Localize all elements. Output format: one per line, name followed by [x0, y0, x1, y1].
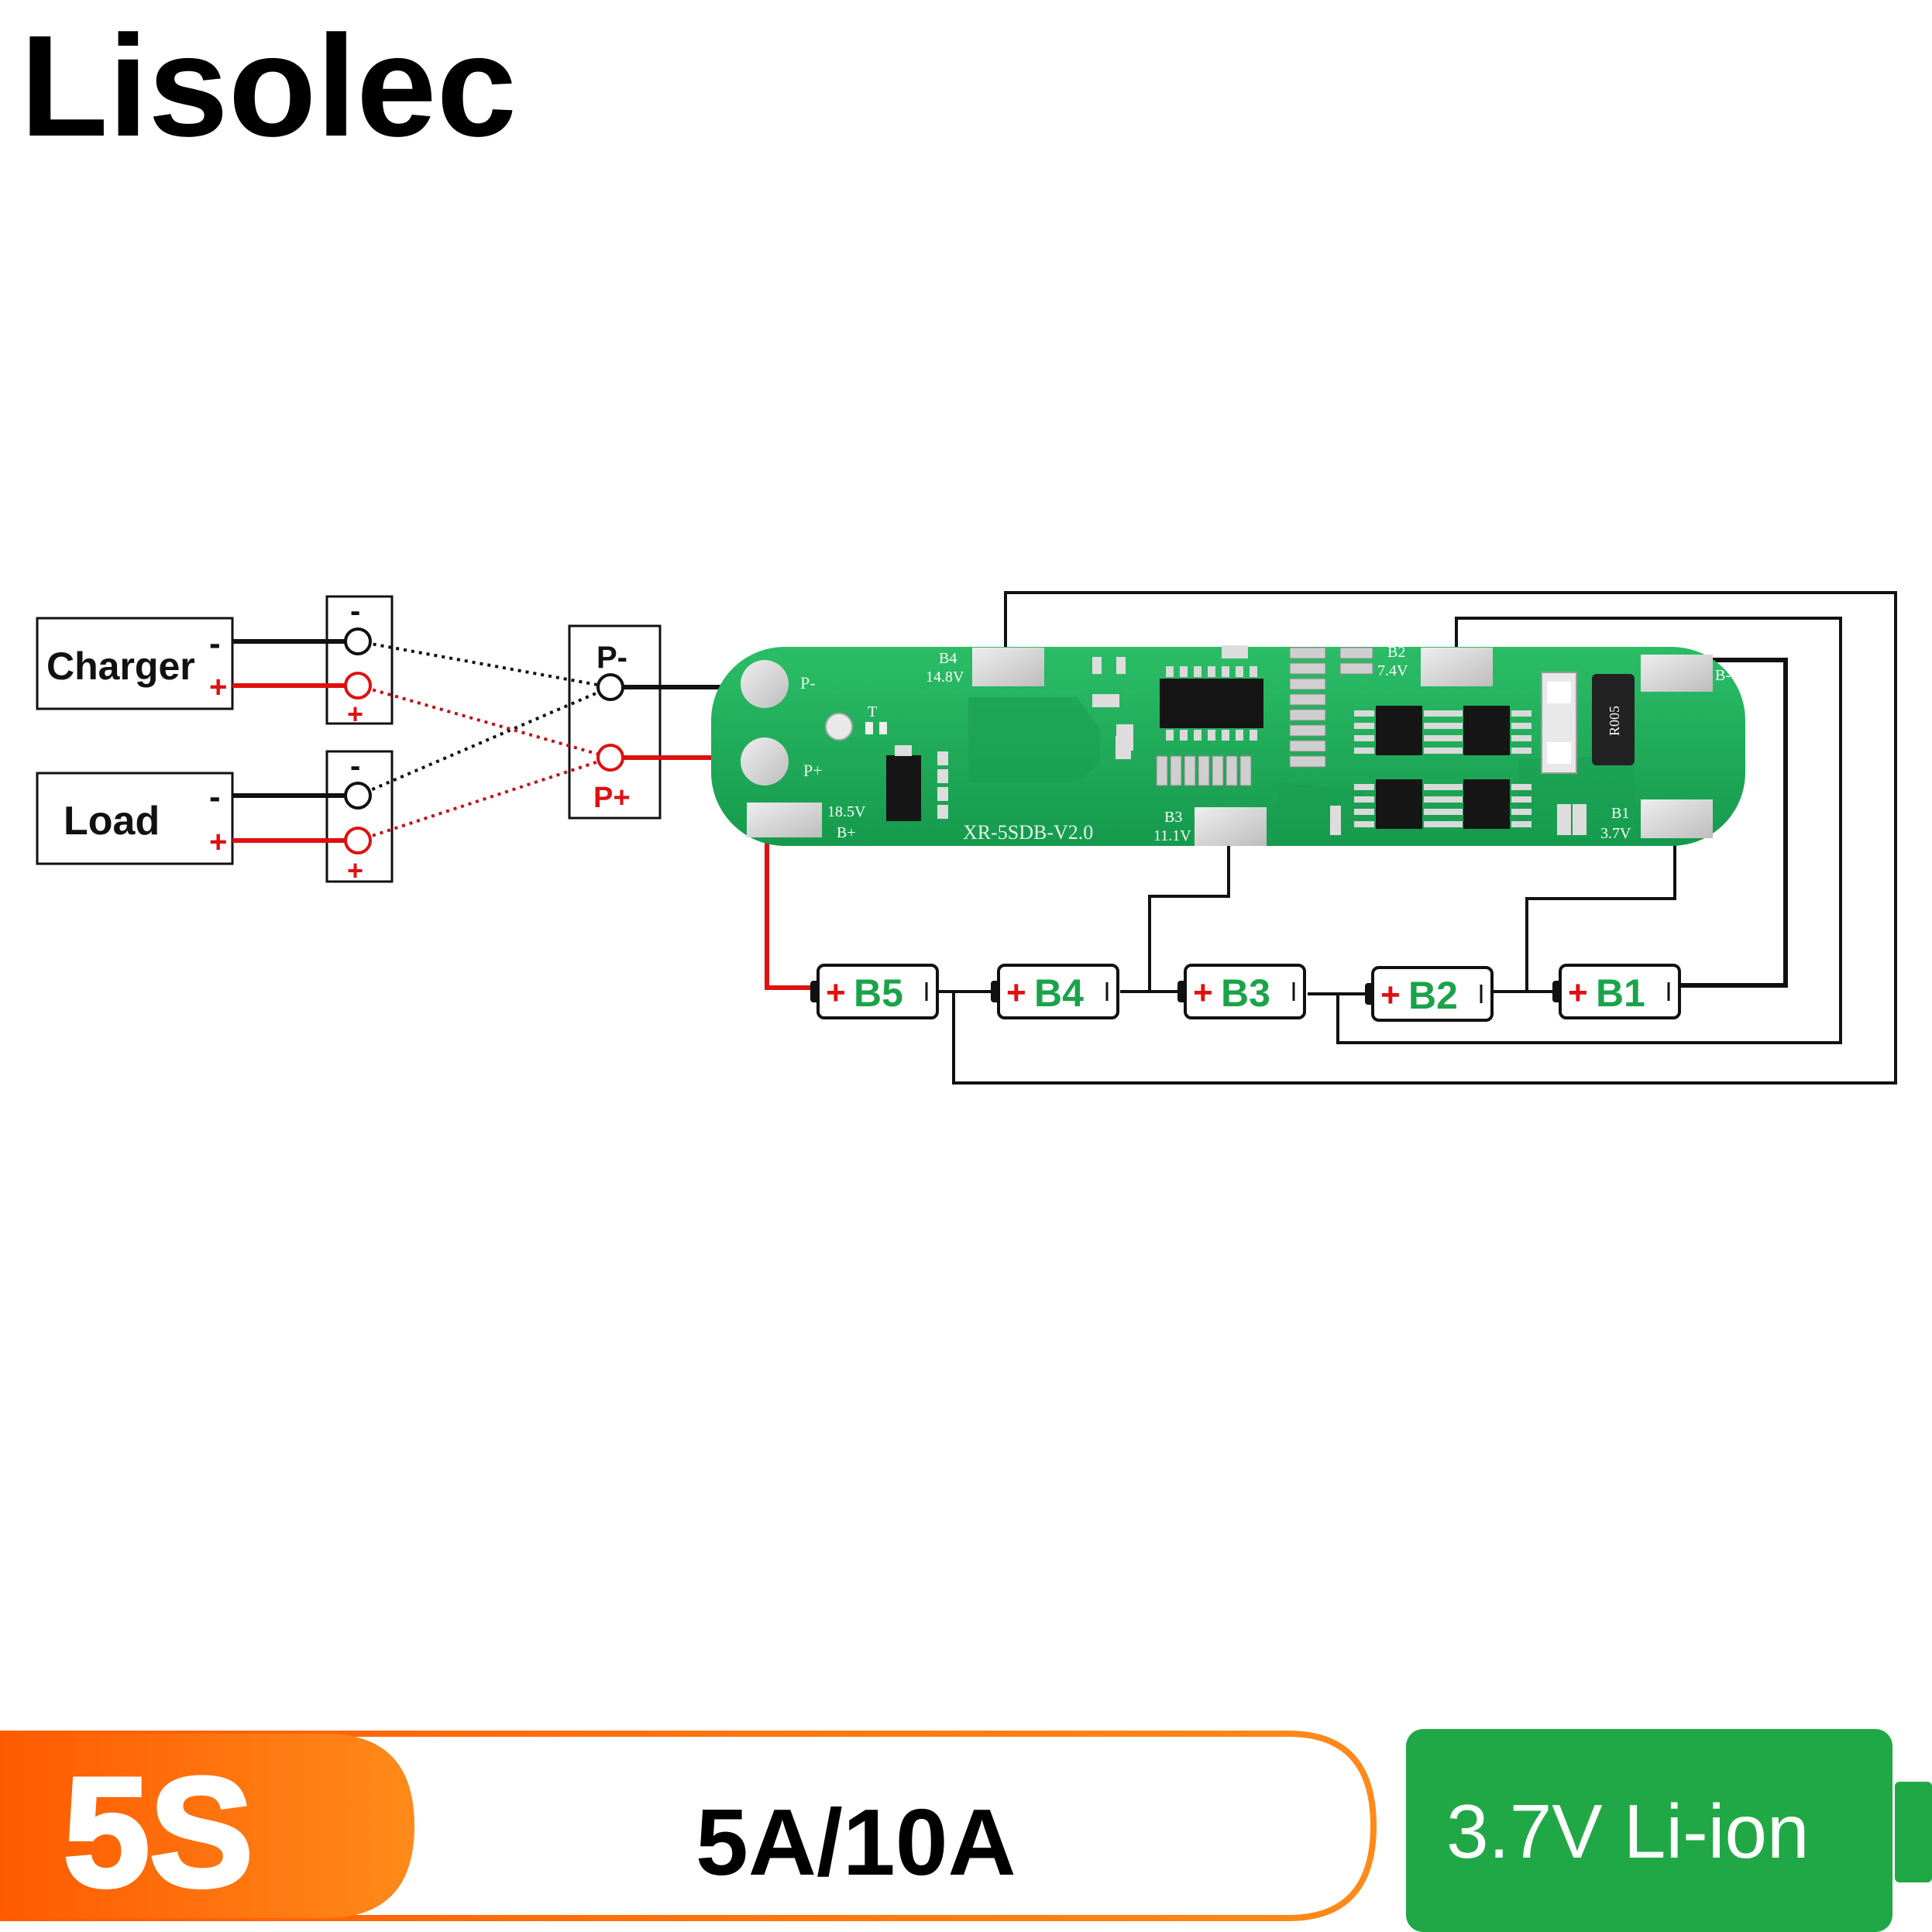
- bplus-wire: [765, 821, 820, 990]
- battery-cell-b4: +B4: [991, 964, 1119, 1019]
- output-pplus-label: P+: [593, 782, 631, 814]
- load-minus-sign: -: [209, 778, 221, 816]
- cell-connectors: [937, 990, 1556, 995]
- load-label: Load: [64, 799, 160, 844]
- load-pos-link: [357, 756, 611, 842]
- pcb-b2-label: B2: [1387, 644, 1405, 661]
- mosfet-chip: [1376, 706, 1422, 755]
- cell-label: B5: [854, 971, 903, 1015]
- battery-cells: +B5+B4+B3+B2+B1: [810, 964, 1681, 1022]
- cell-label: B3: [1221, 971, 1270, 1015]
- mosfet-chip: [1463, 779, 1510, 829]
- pcb-t-label: T: [868, 703, 877, 720]
- pcb-bplus-pad: [747, 803, 822, 837]
- chemistry-label: 3.7V Li-ion: [1446, 1789, 1810, 1874]
- load-box: Load - +: [36, 772, 234, 865]
- protection-ic: [1160, 679, 1263, 728]
- pcb-b3-pad: [1195, 807, 1267, 846]
- pcb-pplus-pad: [741, 737, 789, 786]
- pcb-bminus-pad: [1641, 655, 1713, 692]
- charger-pos-terminal: [344, 672, 372, 700]
- cell-body: [1371, 966, 1494, 1022]
- pcb-inductor-label: R005: [1607, 706, 1622, 736]
- output-pminus-terminal: [596, 673, 624, 701]
- pcb-bplus-label: B+: [837, 824, 856, 841]
- battery-cell-b2: +B2: [1365, 966, 1494, 1022]
- cell-plus-sign: +: [826, 974, 846, 1012]
- current-rating: 5A/10A: [696, 1789, 1016, 1895]
- pcb-b1-voltage: 3.7V: [1600, 825, 1631, 842]
- pcb-b4-label: B4: [939, 650, 957, 667]
- battery-cell-b3: +B3: [1177, 964, 1306, 1019]
- load-neg-terminal: [344, 782, 372, 810]
- mosfet: [886, 755, 921, 821]
- charger-plus-sign: +: [209, 670, 227, 704]
- load-terminal-block: - +: [325, 749, 394, 886]
- charger-neg-terminal: [344, 627, 372, 655]
- thermistor: [825, 713, 853, 741]
- cell-body: [1184, 964, 1306, 1019]
- cell-body: [1559, 964, 1681, 1019]
- charger-box: Charger - +: [36, 617, 234, 710]
- load-plus-sign: +: [209, 825, 227, 859]
- load-terminal-plus: +: [347, 854, 363, 886]
- mosfet-chip: [1463, 706, 1510, 755]
- load-terminal-minus: -: [350, 749, 360, 783]
- series-count-badge: [0, 1734, 414, 1918]
- output-pminus-label: P-: [596, 641, 627, 675]
- pcb-b4-voltage: 14.8V: [926, 669, 964, 686]
- series-count: 5S: [64, 1746, 253, 1919]
- cell-plus-sign: +: [1193, 974, 1213, 1012]
- cell-plus-sign: +: [1568, 974, 1588, 1012]
- pcb-b2-pad: [1421, 648, 1493, 686]
- pcb-b3-voltage: 11.1V: [1153, 827, 1191, 844]
- chemistry-battery-tip: [1895, 1782, 1932, 1882]
- cell-body: [997, 964, 1119, 1019]
- output-terminal-block: P- P+: [568, 624, 662, 820]
- battery-cell-b1: +B1: [1552, 964, 1681, 1019]
- cell-label: B4: [1034, 971, 1084, 1015]
- brand-title: Lisolec: [20, 6, 517, 167]
- battery-cell-b5: +B5: [810, 964, 939, 1019]
- bottom-banner: 5S 5A/10A 3.7V Li-ion: [0, 1729, 1932, 1932]
- cell-body: [816, 964, 939, 1019]
- cell-plus-sign: +: [1380, 976, 1401, 1014]
- charger-terminal-plus: +: [347, 698, 363, 730]
- load-pos-terminal: [344, 827, 372, 854]
- current-sense-resistor: [1592, 674, 1635, 765]
- pcb-bminus-label: B-: [1715, 667, 1731, 684]
- pcb-pminus-label: P-: [800, 673, 816, 693]
- charger-minus-sign: -: [209, 624, 221, 662]
- bminus-wire: [1681, 658, 1788, 988]
- pcb-b2-voltage: 7.4V: [1377, 662, 1408, 679]
- pcb-b4-pad: [972, 648, 1044, 686]
- mosfet-chip: [1376, 779, 1422, 829]
- output-pplus-terminal: [596, 744, 624, 772]
- pcb-b1-label: B1: [1611, 805, 1629, 822]
- cell-label: B1: [1596, 971, 1645, 1015]
- charger-terminal-minus: -: [350, 594, 360, 628]
- charger-pos-link: [357, 684, 611, 759]
- bms-pcb-board: P- P+ T 18.5V B+ XR-5SDB-V2.0 B4 14.8V: [711, 644, 1745, 846]
- pcb-bplus-voltage: 18.5V: [827, 803, 866, 820]
- pcb-b3-label: B3: [1164, 809, 1182, 826]
- charger-terminal-block: - +: [325, 594, 394, 730]
- charger-label: Charger: [46, 645, 195, 688]
- pcb-pminus-pad: [741, 660, 789, 708]
- pcb-model-label: XR-5SDB-V2.0: [963, 821, 1093, 844]
- pcb-b1-pad: [1641, 799, 1713, 838]
- pcb-pplus-label: P+: [803, 761, 823, 780]
- chemistry-battery-body: [1406, 1729, 1892, 1932]
- cell-label: B2: [1408, 974, 1458, 1017]
- cell-plus-sign: +: [1006, 974, 1026, 1012]
